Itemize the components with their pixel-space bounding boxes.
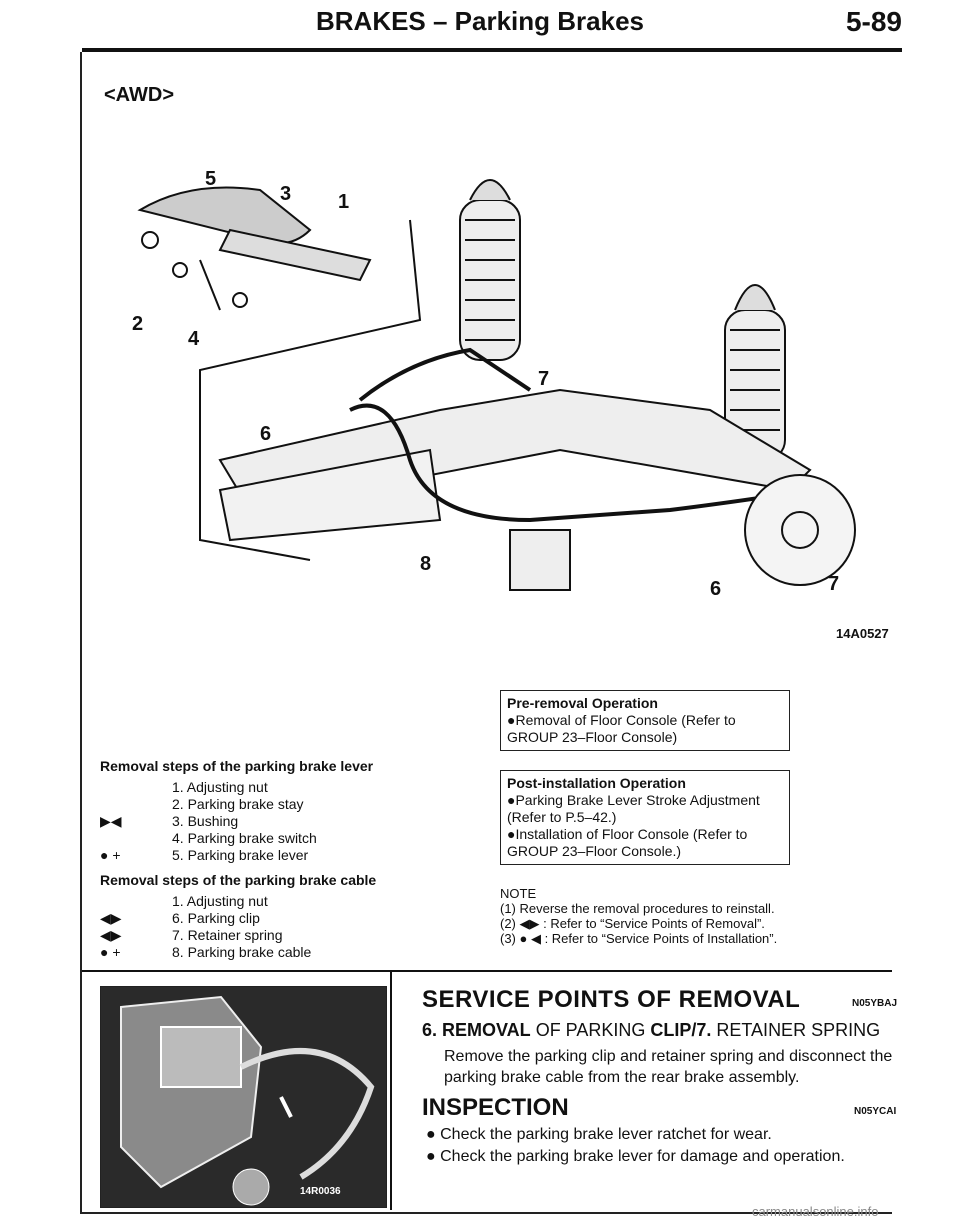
- list-item: ◀▶6. Parking clip: [100, 910, 260, 926]
- callout-7: 7: [538, 368, 549, 390]
- callout-6: 6: [260, 423, 271, 445]
- footer-watermark: carmanualsonline.info: [752, 1204, 879, 1219]
- post-installation-line: ●Installation of Floor Console (Refer to…: [507, 826, 748, 859]
- cable-steps-title: Removal steps of the parking brake cable: [100, 872, 377, 888]
- list-item: ● +8. Parking brake cable: [100, 944, 312, 960]
- callout-1: 1: [338, 191, 349, 213]
- note-line: (1) Reverse the removal procedures to re…: [500, 901, 775, 916]
- service-removal-subheading: 6. REMOVAL OF PARKING CLIP/7. RETAINER S…: [422, 1020, 881, 1040]
- list-item: ◀▶7. Retainer spring: [100, 927, 283, 943]
- post-installation-box: Post-installation Operation ●Parking Bra…: [500, 770, 790, 865]
- inspection-code: N05YCAI: [854, 1106, 897, 1117]
- post-installation-line: ●Parking Brake Lever Stroke Adjustment (…: [507, 792, 760, 825]
- inspection-bullet: ● Check the parking brake lever for dama…: [426, 1148, 845, 1165]
- cable-removal-steps: Removal steps of the parking brake cable…: [100, 872, 410, 961]
- callout-4: 4: [188, 328, 200, 350]
- list-item: 4. Parking brake switch: [172, 830, 317, 846]
- awd-label: <AWD>: [104, 84, 175, 106]
- lever-steps-title: Removal steps of the parking brake lever: [100, 758, 374, 774]
- parking-brake-exploded-diagram: 5 3 1 2 4 7 6 8 6 7: [132, 168, 856, 600]
- service-removal-text: Remove the parking clip and retainer spr…: [444, 1048, 893, 1086]
- note-line: (2) ◀▶ : Refer to “Service Points of Rem…: [500, 916, 765, 931]
- bottom-rule: [80, 1212, 892, 1214]
- list-item: ● +5. Parking brake lever: [100, 847, 309, 863]
- header-rule: [82, 48, 902, 52]
- note-line: (3) ● ◀ : Refer to “Service Points of In…: [500, 931, 778, 946]
- column-divider: [390, 970, 392, 1210]
- callout-7-lower: 7: [828, 573, 839, 595]
- inspection-bullet: ● Check the parking brake lever ratchet …: [426, 1126, 772, 1143]
- list-item: 1. Adjusting nut: [172, 893, 268, 909]
- pre-removal-box: Pre-removal Operation ●Removal of Floor …: [500, 690, 790, 751]
- callout-6-lower: 6: [710, 578, 721, 600]
- page-header-title: BRAKES – Parking Brakes: [315, 6, 645, 36]
- list-item: ▶◀3. Bushing: [100, 813, 239, 829]
- callout-8: 8: [420, 553, 431, 575]
- section-divider: [82, 970, 892, 972]
- inspection-heading: INSPECTION: [422, 1094, 569, 1121]
- note-title: NOTE: [500, 886, 537, 901]
- note-block: NOTE (1) Reverse the removal procedures …: [500, 886, 890, 946]
- callout-3: 3: [280, 183, 291, 205]
- figure-code: 14A0527: [836, 626, 889, 641]
- callout-2: 2: [132, 313, 143, 335]
- left-margin-rule: [80, 52, 82, 1212]
- list-item: 2. Parking brake stay: [172, 796, 304, 812]
- callout-5: 5: [205, 168, 216, 190]
- rear-brake-photo: [100, 986, 387, 1208]
- pre-removal-title: Pre-removal Operation: [507, 695, 658, 711]
- page-number: 5-89: [845, 6, 902, 37]
- lever-removal-steps: Removal steps of the parking brake lever…: [100, 758, 410, 864]
- list-item: 1. Adjusting nut: [172, 779, 268, 795]
- photo-code: 14R0036: [300, 1186, 341, 1197]
- pre-removal-body: ●Removal of Floor Console (Refer to GROU…: [507, 712, 736, 745]
- post-installation-title: Post-installation Operation: [507, 775, 686, 791]
- service-removal-code: N05YBAJ: [852, 998, 898, 1009]
- service-removal-heading: SERVICE POINTS OF REMOVAL: [422, 986, 801, 1013]
